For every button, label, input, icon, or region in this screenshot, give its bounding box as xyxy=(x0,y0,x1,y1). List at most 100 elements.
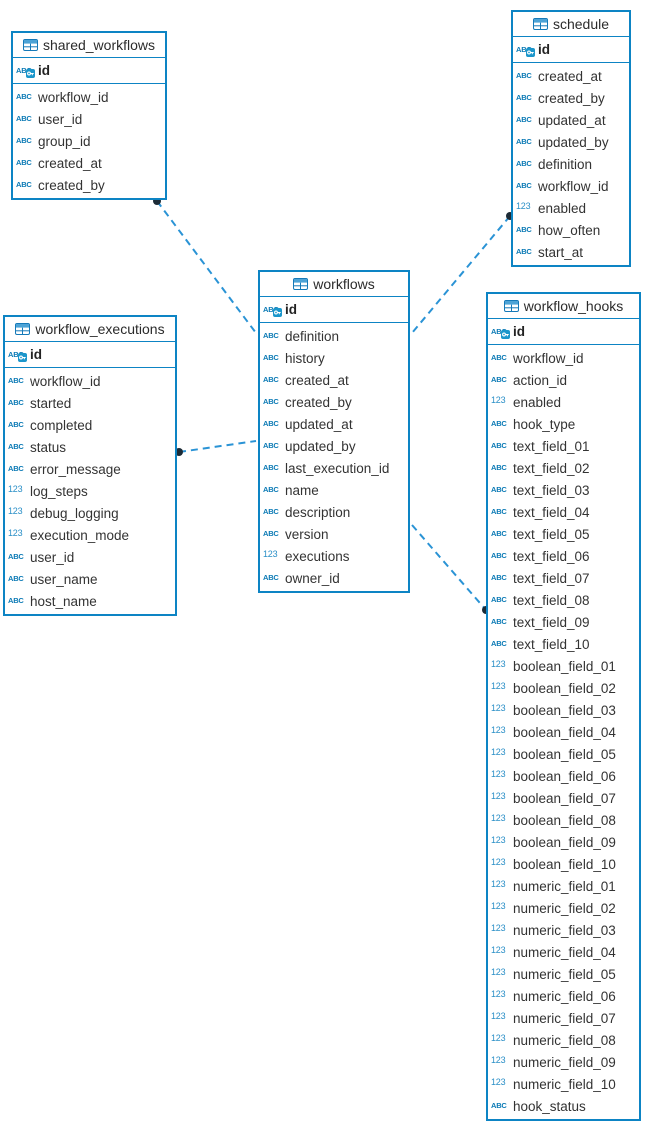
relationship-shared_workflows-workflows[interactable] xyxy=(156,200,257,334)
relationship-workflows-workflow_hooks[interactable] xyxy=(411,524,487,611)
primary-key-row[interactable]: ABC id xyxy=(513,37,629,63)
entity-header[interactable]: shared_workflows xyxy=(13,33,165,58)
relationship-workflow_executions-workflows[interactable] xyxy=(178,440,257,453)
entity-header[interactable]: workflows xyxy=(260,272,408,297)
primary-key-icon xyxy=(26,68,35,78)
column-name: text_field_07 xyxy=(513,570,590,586)
column-name: numeric_field_01 xyxy=(513,878,616,894)
entity-name: workflows xyxy=(313,276,375,292)
entity-header[interactable]: workflow_executions xyxy=(5,317,175,342)
entity-header[interactable]: schedule xyxy=(513,12,629,37)
primary-key-row[interactable]: ABC id xyxy=(488,319,639,345)
primary-key-name: id xyxy=(538,42,550,57)
column-name: workflow_id xyxy=(38,89,109,105)
column-name: text_field_05 xyxy=(513,526,590,542)
primary-key-row[interactable]: ABC id xyxy=(13,58,165,84)
column-name: description xyxy=(285,504,351,520)
entity-header[interactable]: workflow_hooks xyxy=(488,294,639,319)
column-name: status xyxy=(30,439,67,455)
primary-key-row[interactable]: ABC id xyxy=(5,342,175,368)
primary-key-row[interactable]: ABC id xyxy=(260,297,408,323)
column-name: version xyxy=(285,526,329,542)
